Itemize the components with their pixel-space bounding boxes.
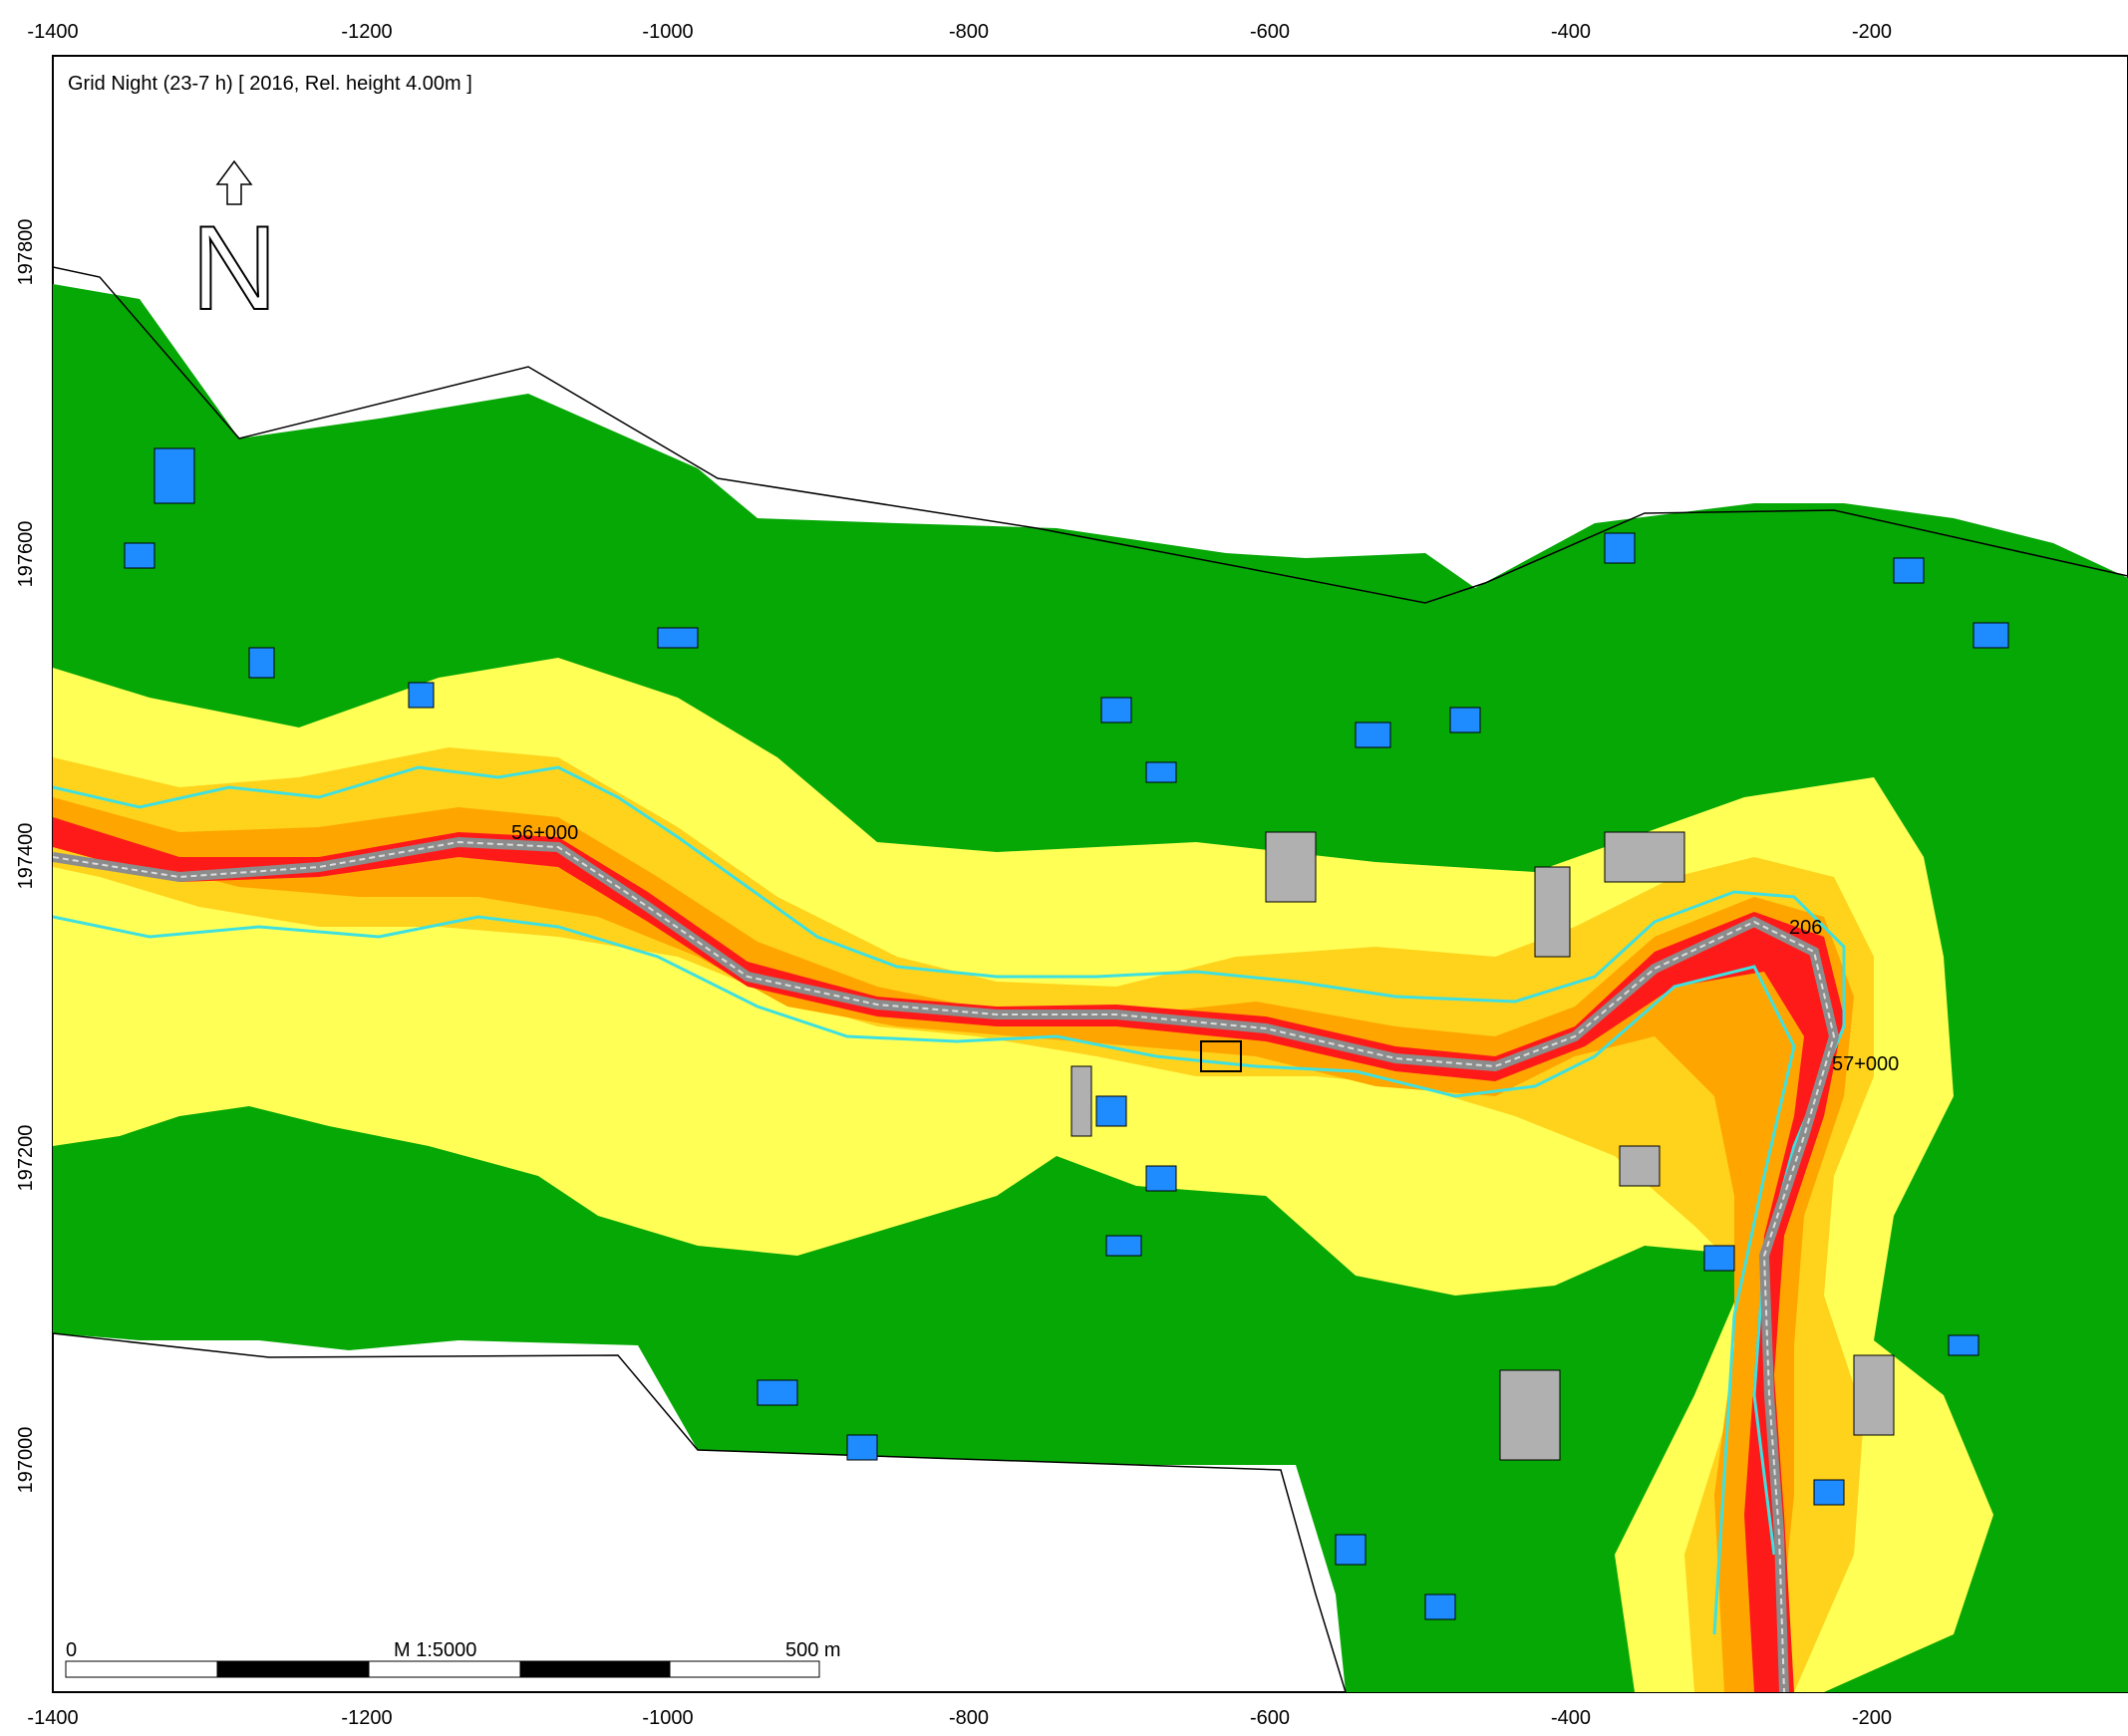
scale-bar: 0 M 1:5000 500 m [65,1639,841,1678]
x-tick-bottom: -1400 [27,1707,78,1729]
study-area-boundary [53,266,2128,604]
y-tick-left: 197400 [15,823,37,890]
chainage-label-57000: 57+000 [1832,1053,1899,1075]
north-arrow-icon: N [190,159,278,336]
y-tick-left: 197000 [15,1427,37,1494]
x-tick-top: -200 [1852,21,1892,43]
x-tick-top: -400 [1551,21,1591,43]
x-tick-bottom: -400 [1551,1707,1591,1729]
x-tick-top: -600 [1250,21,1290,43]
isoline-lower [53,915,1796,1635]
map-title: Grid Night (23-7 h) [ 2016, Rel. height … [68,73,472,95]
study-area-boundary-south [53,1332,1347,1692]
x-axis-top: -1400 -1200 -1000 -800 -600 -400 -200 [27,21,1892,43]
chainage-label-56000: 56+000 [511,822,578,844]
x-tick-bottom: -1000 [642,1707,693,1729]
x-tick-bottom: -600 [1250,1707,1290,1729]
y-tick-left: 197800 [15,219,37,286]
highway-road-centerline [53,840,1836,1692]
chainage-label-206: 206 [1789,917,1822,939]
y-axis-left: 197800 197600 197400 197200 197000 [15,219,37,1494]
scale-bar-end: 500 m [785,1639,841,1661]
svg-text:N: N [191,201,278,335]
x-tick-bottom: -1200 [341,1707,392,1729]
y-tick-left: 197600 [15,521,37,588]
x-axis-bottom: -1400 -1200 -1000 -800 -600 -400 -200 [27,1707,1892,1729]
x-tick-top: -800 [949,21,989,43]
x-tick-top: -1400 [27,21,78,43]
x-tick-top: -1200 [341,21,392,43]
scale-bar-start: 0 [66,1639,77,1661]
x-tick-top: -1000 [642,21,693,43]
x-tick-bottom: -800 [949,1707,989,1729]
scale-bar-ratio: M 1:5000 [394,1639,476,1661]
noise-band-light-orange [53,747,1874,1692]
x-tick-bottom: -200 [1852,1707,1892,1729]
buildings [124,447,2009,1620]
y-tick-left: 197200 [15,1125,37,1192]
isoline [53,765,1846,1556]
